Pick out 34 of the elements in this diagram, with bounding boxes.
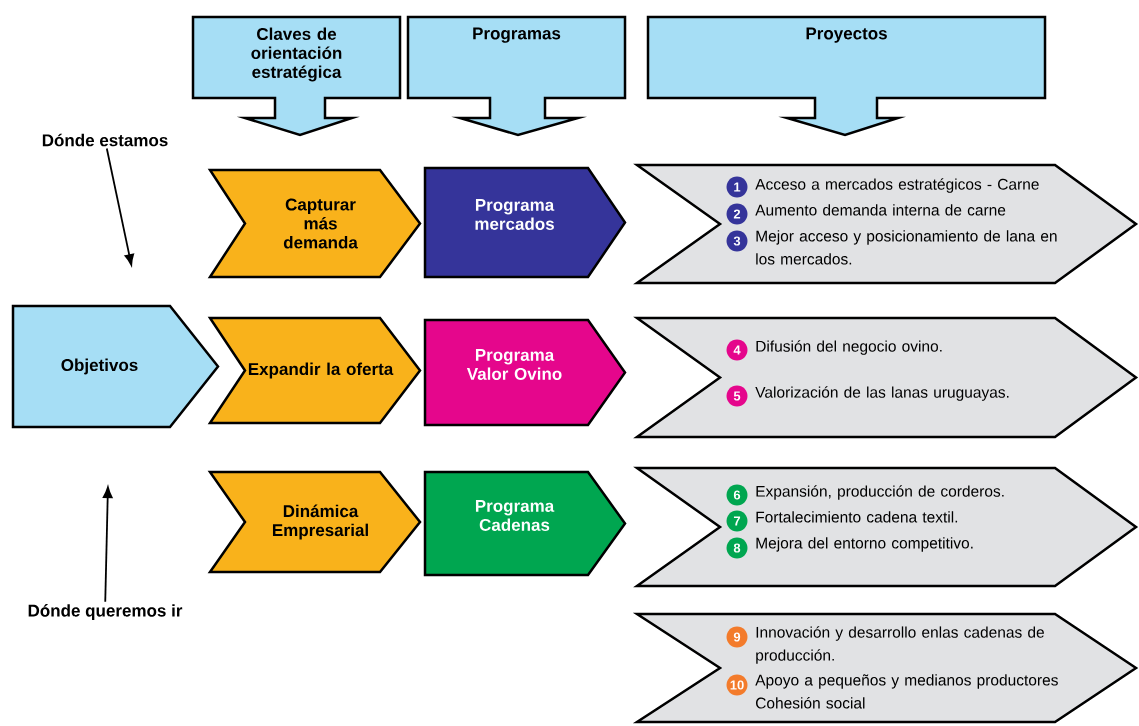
project-item: Difusión del negocio ovino. (756, 340, 942, 355)
number-badge: 5 (726, 385, 748, 407)
number-badge: 3 (726, 230, 748, 252)
number-badge: 4 (726, 339, 748, 361)
goal-box: Objetivos (11, 304, 220, 429)
number-badge: 10 (726, 674, 748, 696)
project-item: Innovación y desarrollo enlas cadenas de producción. (756, 626, 1044, 664)
number-badge: 7 (726, 510, 748, 532)
column-header: Proyectos (646, 15, 1047, 137)
project-item: Mejora del entorno competitivo. (756, 537, 973, 552)
column-header: Programas (406, 15, 627, 137)
side-label: Dónde queremos ir (28, 604, 183, 620)
project-item: Mejor acceso y posicionamiento de lana en los mercados. (756, 230, 1057, 265)
project-item: Apoyo a pequeños y medianos productores Cohesión social (755, 674, 1058, 709)
number-badge: 8 (726, 537, 748, 559)
project-item: Fortalecimiento cadena textil. (756, 511, 958, 523)
number-badge: 1 (726, 176, 748, 198)
number-badge: 2 (726, 203, 748, 225)
program-box: Programa Valor Ovino (423, 318, 627, 427)
arrow (102, 486, 113, 603)
strategy-box: Capturar más demanda (207, 168, 422, 279)
side-label: Dónde estamos (42, 133, 168, 147)
number-badge: 9 (726, 626, 748, 648)
column-header: Claves de orientación estratégica (191, 15, 402, 137)
strategy-box: Dinámica Empresarial (207, 470, 422, 574)
project-item: Aumento demanda interna de carne (755, 204, 1006, 216)
arrow (105, 147, 134, 266)
project-item: Valorización de las lanas uruguayas. (755, 386, 1009, 401)
project-item: Expansión, producción de corderos. (756, 485, 1004, 500)
strategy-box: Expandir la oferta (207, 316, 422, 425)
project-item: Acceso a mercados estratégicos - Carne (755, 178, 1039, 193)
program-box: Programa Cadenas (423, 470, 627, 577)
number-badge: 6 (726, 484, 748, 506)
program-box: Programa mercados (423, 166, 627, 279)
